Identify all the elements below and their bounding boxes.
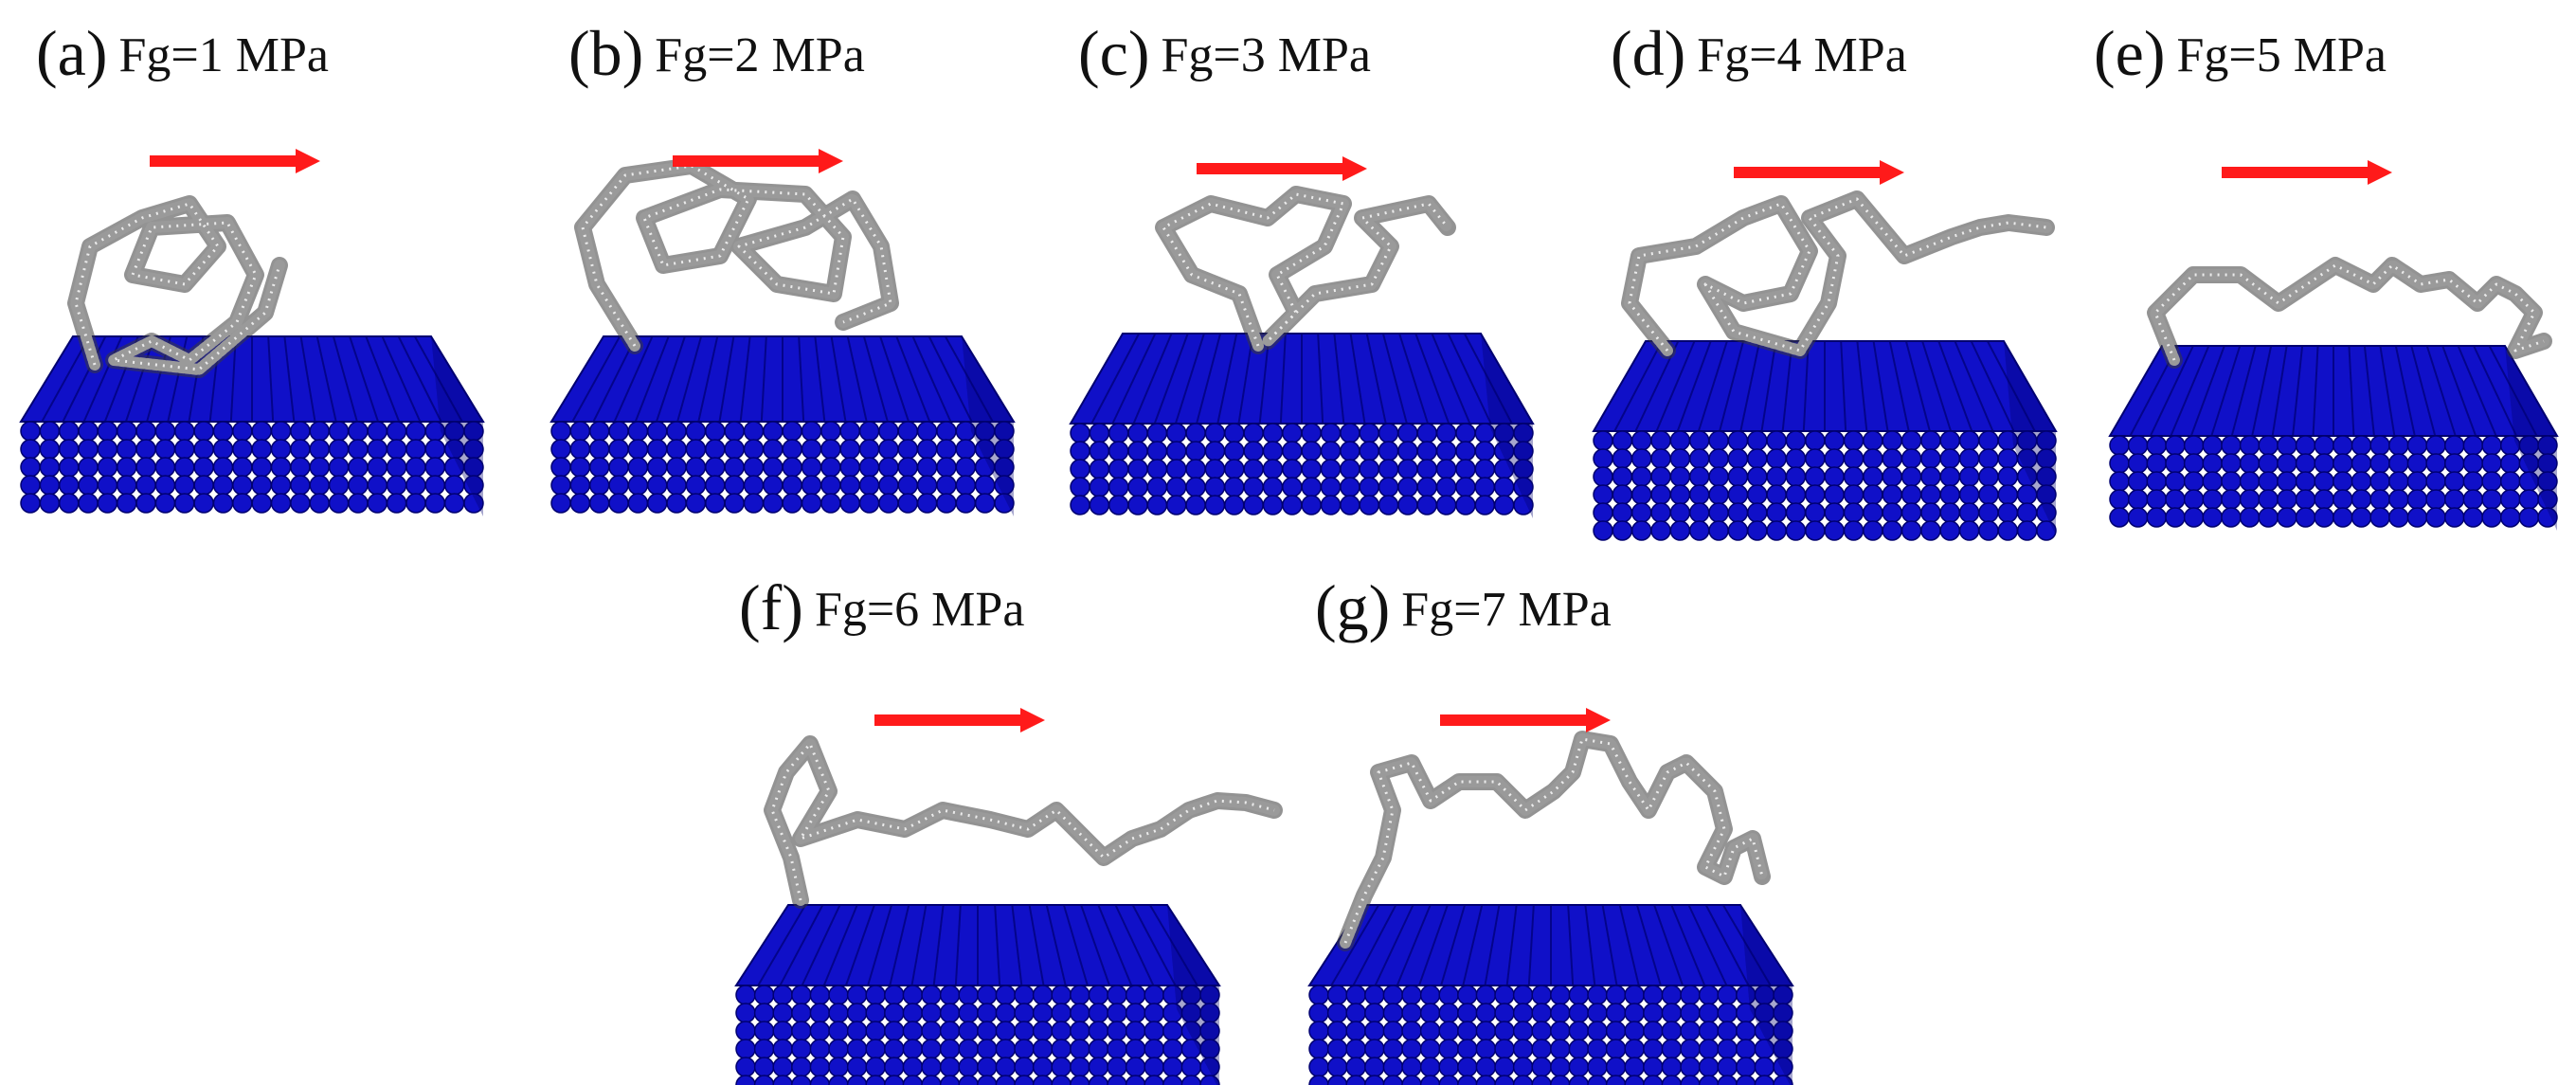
direction-arrow: [1734, 160, 1904, 185]
panel-label: (c)Fg=3 MPa: [1078, 21, 1371, 85]
simulation-scene: [734, 708, 1283, 1085]
panel-letter: (b): [568, 17, 644, 89]
direction-arrow: [673, 149, 843, 173]
simulation-scene: [1069, 156, 1535, 518]
simulation-scene: [1307, 708, 1794, 1085]
direction-arrow: [2222, 160, 2392, 185]
polymer-chain: [764, 735, 1283, 909]
panel-condition: Fg=2 MPa: [655, 28, 865, 82]
panel-a: (a)Fg=1 MPa: [0, 0, 502, 531]
panel-letter: (c): [1078, 17, 1150, 89]
panel-label: (a)Fg=1 MPa: [36, 21, 329, 85]
substrate-slab: [549, 335, 1016, 516]
polymer-chain: [1155, 186, 1456, 354]
direction-arrow: [874, 708, 1045, 732]
panel-condition: Fg=5 MPa: [2176, 28, 2387, 82]
direction-arrow: [1197, 156, 1367, 181]
polymer-chain: [2147, 257, 2552, 369]
panel-label: (g)Fg=7 MPa: [1315, 575, 1612, 640]
direction-arrow: [1440, 708, 1611, 732]
panel-letter: (d): [1611, 17, 1686, 89]
simulation-scene: [2108, 160, 2559, 531]
polymer-chain: [67, 195, 288, 378]
panel-c: (c)Fg=3 MPa: [1050, 0, 1552, 531]
panel-b: (b)Fg=2 MPa: [531, 0, 1033, 531]
polymer-chain: [574, 157, 899, 354]
substrate-slab: [2108, 345, 2559, 531]
panel-e: (e)Fg=5 MPa: [2089, 0, 2576, 531]
panel-letter: (f): [739, 571, 803, 643]
panel-letter: (e): [2094, 17, 2166, 89]
substrate-slab: [734, 904, 1221, 1085]
substrate-slab: [1592, 340, 2058, 541]
panel-label: (b)Fg=2 MPa: [568, 21, 865, 85]
substrate-slab: [1069, 333, 1535, 518]
panel-d: (d)Fg=4 MPa: [1573, 0, 2075, 541]
panel-condition: Fg=1 MPa: [118, 28, 329, 82]
panel-letter: (a): [36, 17, 108, 89]
polymer-chain: [1337, 731, 1771, 951]
panel-letter: (g): [1315, 571, 1391, 643]
panel-condition: Fg=3 MPa: [1161, 28, 1371, 82]
panel-condition: Fg=6 MPa: [814, 583, 1025, 637]
panel-condition: Fg=4 MPa: [1697, 28, 1907, 82]
panel-label: (d)Fg=4 MPa: [1611, 21, 1907, 85]
panel-label: (e)Fg=5 MPa: [2094, 21, 2387, 85]
polymer-chain: [1621, 190, 2055, 359]
simulation-scene: [19, 149, 485, 516]
simulation-scene: [549, 149, 1016, 516]
panel-condition: Fg=7 MPa: [1401, 583, 1612, 637]
substrate-slab: [1307, 904, 1794, 1085]
direction-arrow: [150, 149, 320, 173]
panel-g: (g)Fg=7 MPa: [1288, 554, 1819, 1085]
panel-f: (f)Fg=6 MPa: [715, 554, 1283, 1085]
simulation-scene: [1592, 160, 2058, 541]
panel-label: (f)Fg=6 MPa: [739, 575, 1024, 640]
